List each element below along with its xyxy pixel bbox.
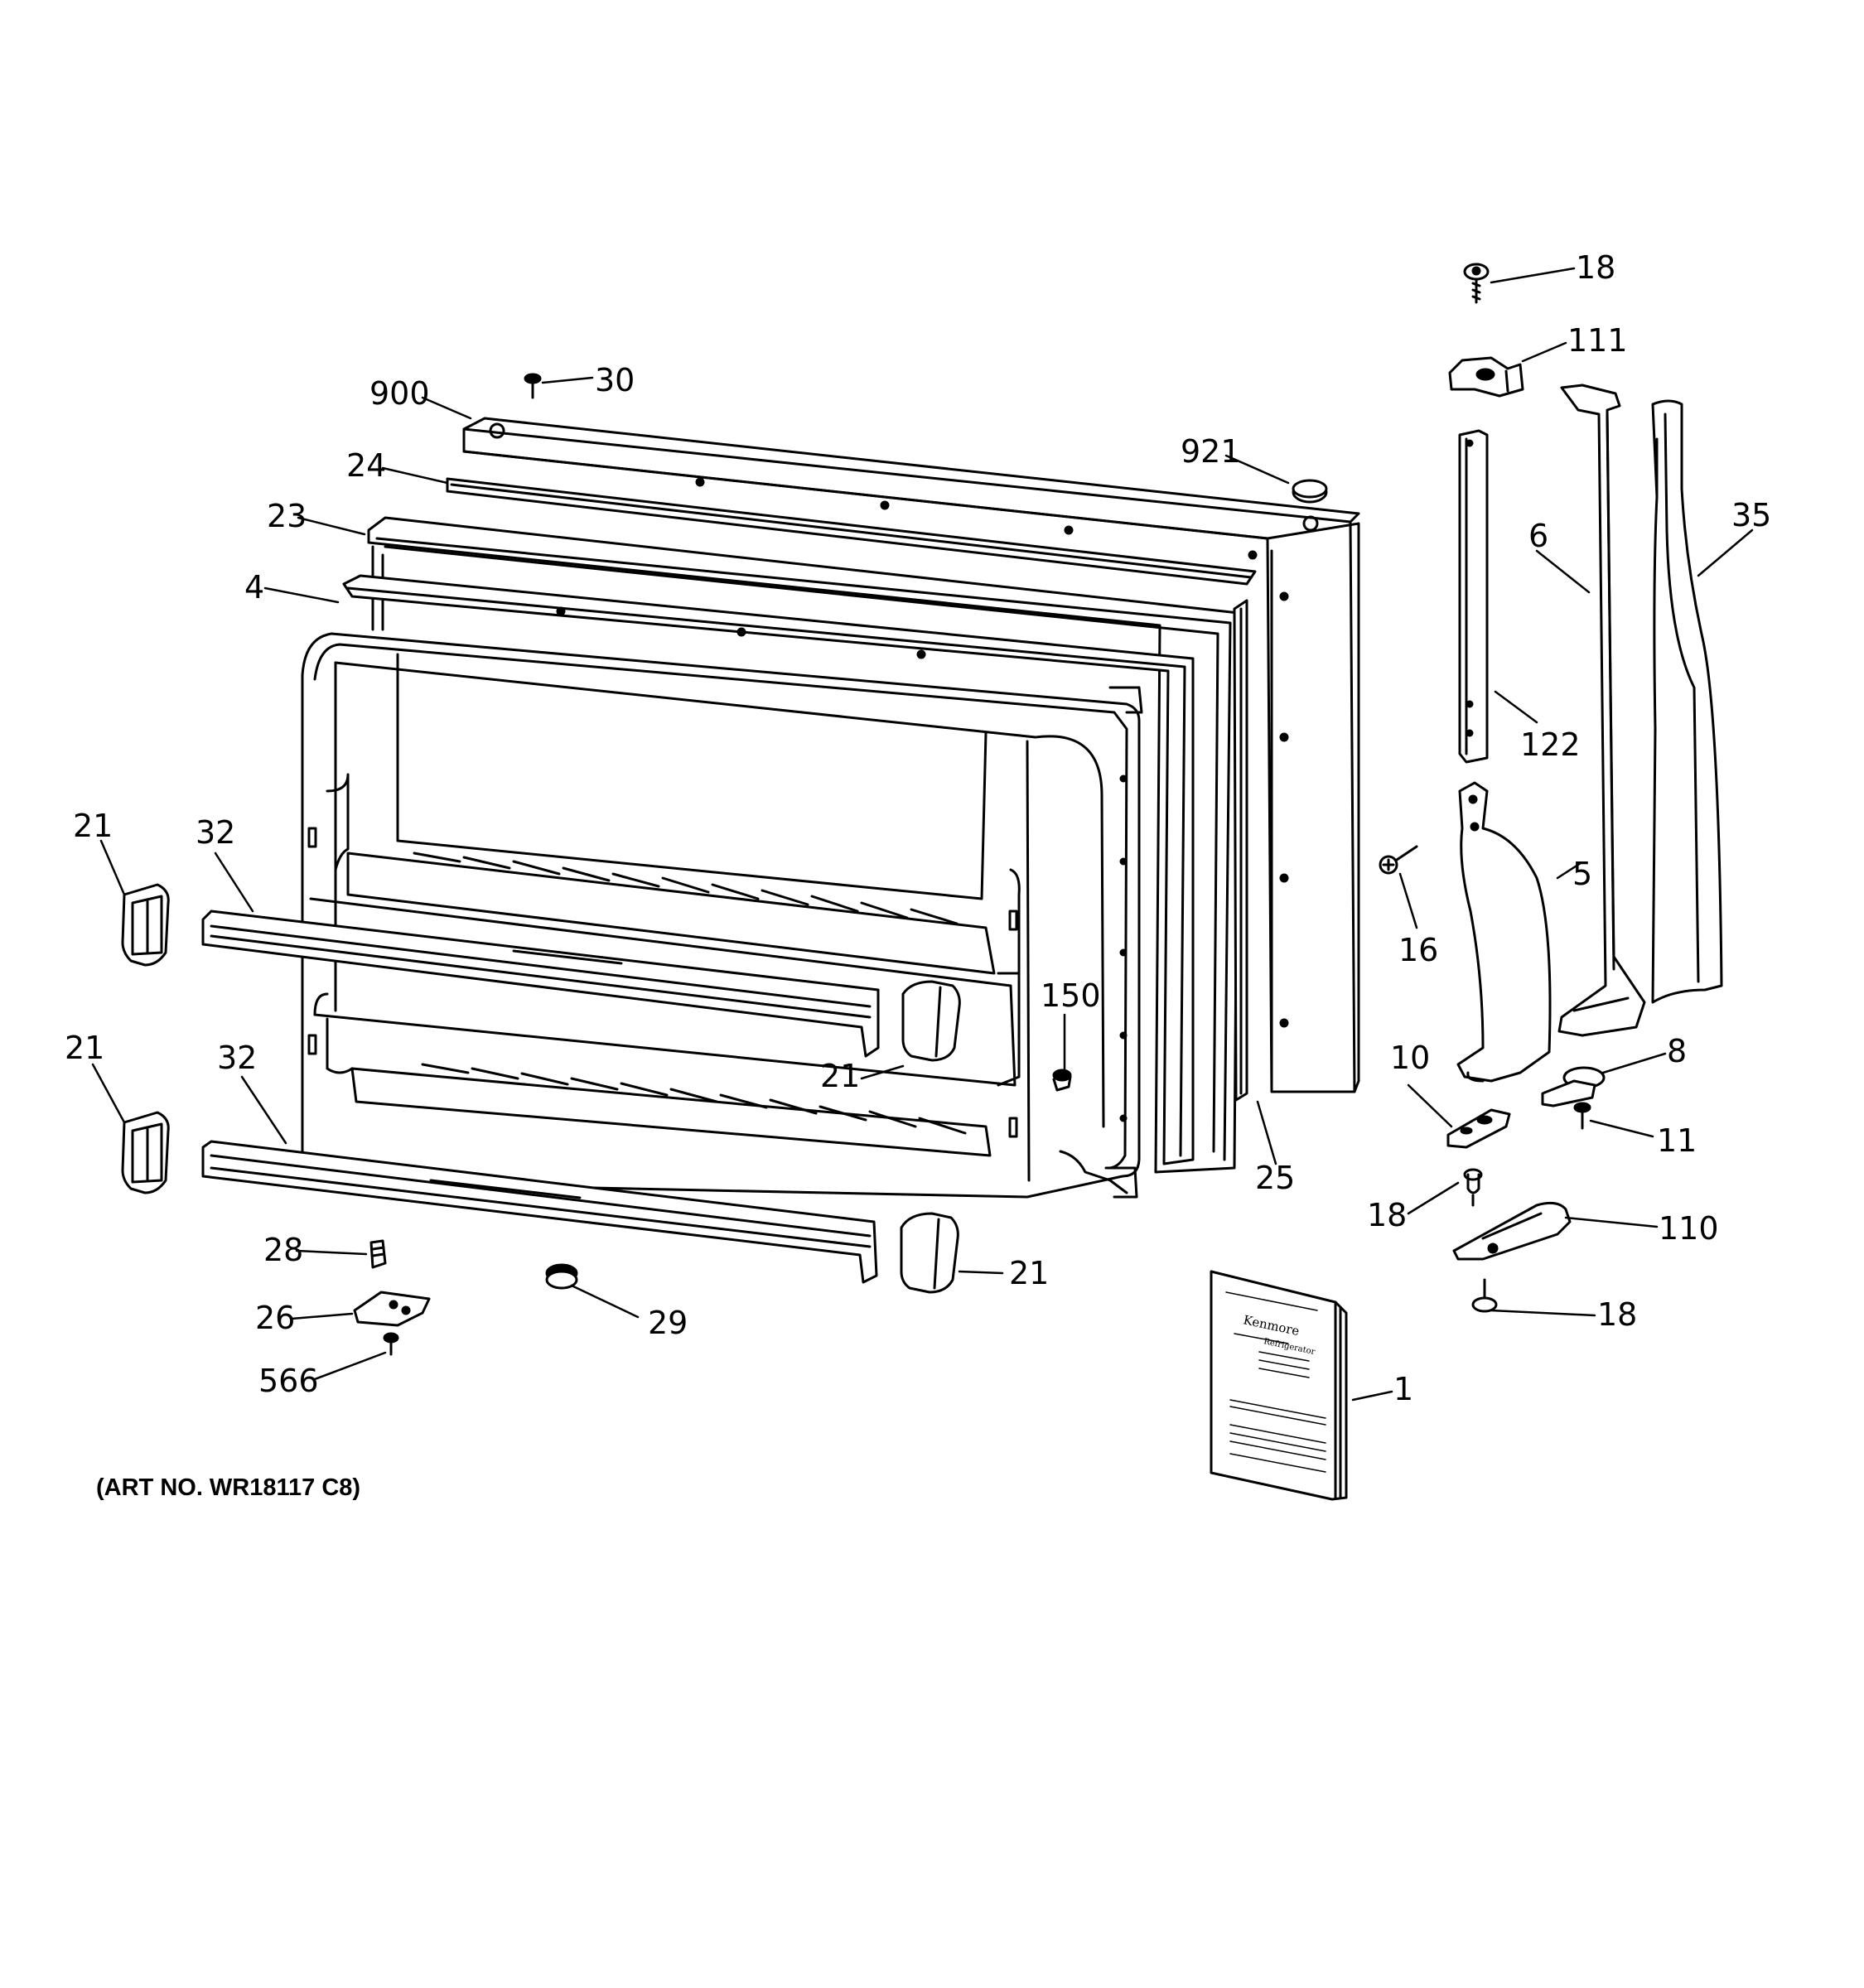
callout-24: 24 bbox=[346, 447, 386, 484]
screw-18-bottom bbox=[1473, 1280, 1496, 1311]
callout-29: 29 bbox=[648, 1305, 688, 1341]
callout-21-lower-left: 21 bbox=[65, 1030, 104, 1066]
callout-6: 6 bbox=[1528, 518, 1548, 554]
art-number: (ART NO. WR18117 C8) bbox=[96, 1474, 361, 1501]
shelf-end-cap-lower-right bbox=[901, 1214, 958, 1292]
outer-door-panel bbox=[464, 418, 1359, 1092]
leader-lines bbox=[93, 268, 1752, 1400]
hinge-110 bbox=[1454, 1203, 1570, 1259]
callout-8: 8 bbox=[1667, 1033, 1687, 1069]
door-shelf-bar-upper bbox=[203, 911, 878, 1056]
hinge-pin-bracket-122 bbox=[1460, 431, 1487, 762]
callout-30: 30 bbox=[595, 362, 635, 398]
screw-566 bbox=[384, 1334, 398, 1354]
callout-5: 5 bbox=[1572, 856, 1592, 892]
breaker-strip bbox=[1234, 601, 1247, 1100]
callout-16: 16 bbox=[1398, 932, 1438, 968]
screw-16 bbox=[1380, 847, 1417, 873]
callout-566: 566 bbox=[258, 1363, 319, 1399]
callout-111: 111 bbox=[1567, 322, 1628, 359]
callout-32-lower: 32 bbox=[217, 1040, 257, 1076]
callout-110: 110 bbox=[1659, 1210, 1719, 1247]
callout-122: 122 bbox=[1520, 726, 1581, 763]
shelf-end-cap-lower-left bbox=[123, 1112, 168, 1193]
callout-150: 150 bbox=[1041, 977, 1101, 1014]
callout-25: 25 bbox=[1255, 1160, 1295, 1196]
callout-4: 4 bbox=[244, 569, 264, 606]
callout-32-upper: 32 bbox=[196, 814, 235, 851]
callout-18-top: 18 bbox=[1576, 249, 1615, 286]
callout-23: 23 bbox=[267, 498, 307, 534]
callout-18-middle: 18 bbox=[1367, 1197, 1407, 1233]
callout-18-bottom: 18 bbox=[1597, 1296, 1637, 1333]
screw-11 bbox=[1575, 1103, 1590, 1128]
door-liner bbox=[344, 576, 1193, 1164]
door-handle-6 bbox=[1559, 385, 1644, 1035]
callout-921: 921 bbox=[1181, 433, 1241, 470]
screw-18-top bbox=[1465, 264, 1488, 302]
callout-28: 28 bbox=[263, 1232, 303, 1268]
callout-26: 26 bbox=[255, 1300, 295, 1336]
handle-trim-35 bbox=[1653, 401, 1722, 1002]
plate-26 bbox=[355, 1292, 429, 1325]
shelf-end-cap-upper-left bbox=[123, 885, 168, 965]
hinge-bracket-10 bbox=[1448, 1110, 1509, 1147]
callout-35: 35 bbox=[1731, 497, 1771, 533]
callout-900: 900 bbox=[369, 375, 430, 412]
callout-21-upper-left: 21 bbox=[73, 808, 113, 844]
callout-21-upper-right: 21 bbox=[820, 1058, 860, 1094]
screw-30 bbox=[525, 374, 540, 398]
callout-21-lower-right: 21 bbox=[1009, 1255, 1049, 1291]
hinge-111 bbox=[1450, 358, 1523, 396]
door-gasket-strip bbox=[447, 479, 1255, 584]
screw-18-middle bbox=[1465, 1170, 1481, 1205]
plug-921 bbox=[1293, 480, 1326, 502]
screw-28 bbox=[371, 1241, 385, 1267]
door-shelf-bar-lower bbox=[203, 1141, 876, 1282]
callout-labels: 900 30 24 23 4 921 18 111 6 35 122 5 16 … bbox=[65, 249, 1771, 1407]
handle-mount-5 bbox=[1458, 783, 1550, 1081]
callout-11: 11 bbox=[1657, 1122, 1697, 1159]
plug-29 bbox=[547, 1265, 577, 1288]
inner-door-liner bbox=[302, 634, 1142, 1197]
lower-shelf-ridges bbox=[423, 1064, 965, 1133]
upper-shelf-ridges bbox=[414, 853, 957, 924]
owners-manual bbox=[1211, 1271, 1346, 1499]
washer-8 bbox=[1543, 1068, 1604, 1106]
door-gasket bbox=[369, 518, 1239, 1172]
shelf-end-cap-upper-right bbox=[903, 982, 959, 1060]
callout-10: 10 bbox=[1390, 1040, 1430, 1076]
hinge-pin-150 bbox=[1054, 1070, 1070, 1090]
callout-1: 1 bbox=[1393, 1371, 1413, 1407]
